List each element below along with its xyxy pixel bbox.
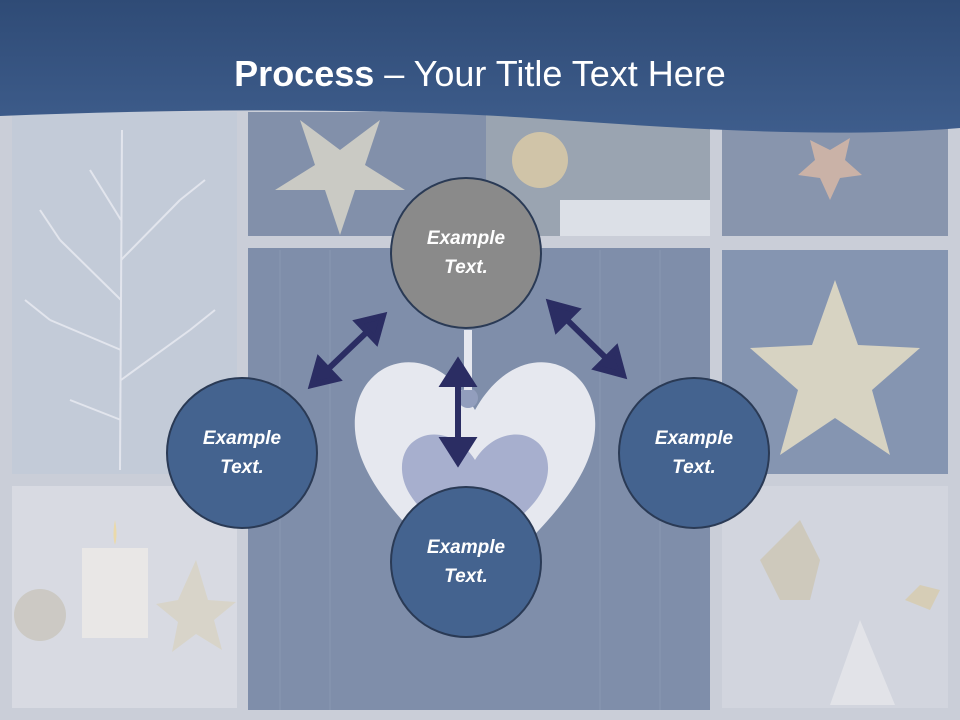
node-bottom-text: Example Text.	[426, 537, 506, 587]
process-node-right[interactable]: Example Text.	[618, 377, 770, 529]
arrowhead-top-left-b	[307, 354, 343, 390]
node-right-text: Example Text.	[654, 428, 734, 478]
arrow-top-right	[560, 313, 613, 365]
node-left-text: Example Text.	[202, 428, 282, 478]
arrowhead-top-left-a	[352, 311, 388, 347]
arrowhead-vertical-down	[438, 437, 478, 468]
header-band	[0, 0, 960, 133]
arrowhead-vertical-up	[438, 356, 478, 387]
title-bold: Process	[234, 53, 375, 94]
arrowhead-top-right-a	[545, 298, 582, 335]
process-node-left[interactable]: Example Text.	[166, 377, 318, 529]
node-top-text: Example Text.	[426, 228, 506, 278]
process-node-bottom[interactable]: Example Text.	[390, 486, 542, 638]
arrow-top-left	[322, 326, 373, 375]
process-node-top[interactable]: Example Text.	[390, 177, 542, 329]
arrowhead-top-right-b	[591, 343, 628, 380]
title-rest: – Your Title Text Here	[374, 53, 726, 94]
slide-title: Process – Your Title Text Here	[0, 52, 960, 96]
